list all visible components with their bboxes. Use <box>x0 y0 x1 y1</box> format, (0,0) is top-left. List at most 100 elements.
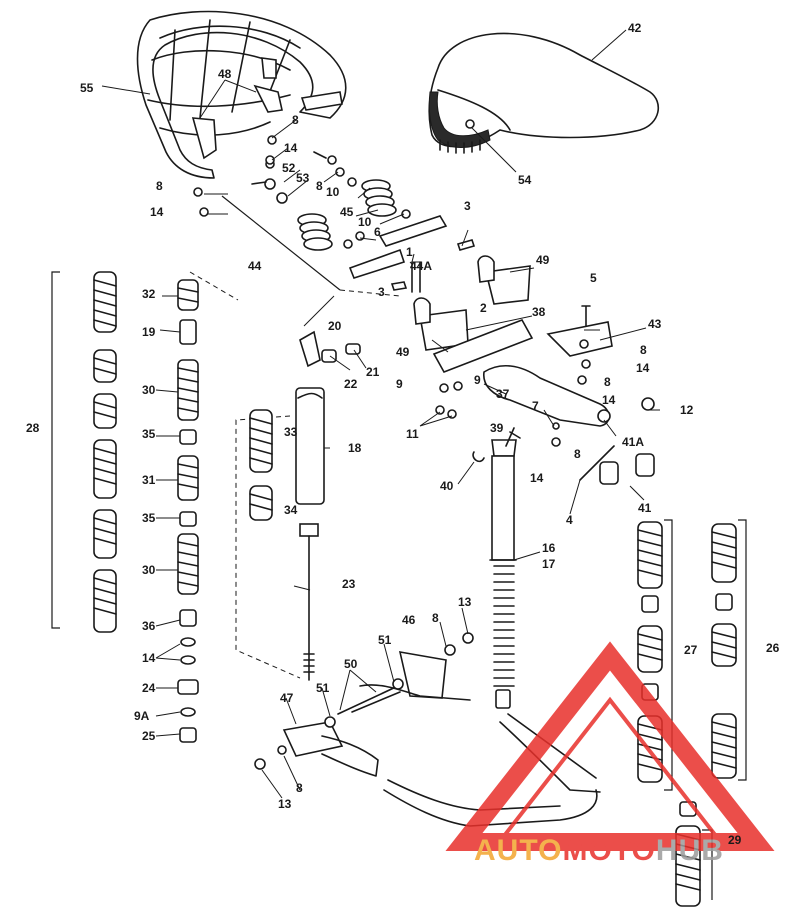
part-label: 30 <box>142 563 156 577</box>
coil-spring <box>93 569 117 633</box>
leader-lines <box>101 29 660 799</box>
seat-cushion <box>428 32 660 154</box>
part-label: 9 <box>474 373 481 387</box>
part-label: 54 <box>518 173 532 187</box>
part-label: 51 <box>316 681 330 695</box>
part-label: 1 <box>406 245 413 259</box>
part-label: 5 <box>590 271 597 285</box>
seat-spring-assembly <box>221 151 476 297</box>
part-label: 27 <box>684 643 698 657</box>
part-label: 10 <box>358 215 372 229</box>
part-label: 14 <box>602 393 616 407</box>
watermark-triangle <box>445 641 775 851</box>
part-label: 22 <box>344 377 358 391</box>
part-label: 12 <box>680 403 694 417</box>
coil-spring <box>93 509 117 559</box>
part-label: 50 <box>344 657 358 671</box>
part-label: 41 <box>638 501 652 515</box>
part-label: 19 <box>142 325 156 339</box>
part-labels: 55 48 42 54 8 14 52 53 8 10 8 14 45 10 6… <box>26 21 780 847</box>
part-label: 37 <box>496 387 510 401</box>
part-label: 35 <box>142 511 156 525</box>
part-label: 42 <box>628 21 642 35</box>
part-label: 41A <box>622 435 644 449</box>
watermark-auto: AUTO <box>474 834 562 867</box>
small-hardware <box>193 135 615 481</box>
part-label: 55 <box>80 81 94 95</box>
part-label: 8 <box>640 343 647 357</box>
watermark-hub: HUB <box>656 834 724 867</box>
part-label: 8 <box>156 179 163 193</box>
part-label: 6 <box>374 225 381 239</box>
part-label: 7 <box>532 399 539 413</box>
part-label: 16 <box>542 541 556 555</box>
coil-spring <box>93 439 117 499</box>
part-label: 38 <box>532 305 546 319</box>
part-label: 28 <box>26 421 40 435</box>
part-label: 30 <box>142 383 156 397</box>
part-label: 45 <box>340 205 354 219</box>
part-label: 2 <box>480 301 487 315</box>
part-label: 47 <box>280 691 294 705</box>
part-label: 52 <box>282 161 296 175</box>
part-label: 32 <box>142 287 156 301</box>
part-label: 13 <box>458 595 472 609</box>
part-label: 9 <box>396 377 403 391</box>
part-label: 14 <box>636 361 650 375</box>
part-label: 39 <box>490 421 504 435</box>
seat-coil-spring-upper <box>361 179 397 217</box>
part-label: 48 <box>218 67 232 81</box>
pivot-arm <box>483 365 655 485</box>
mounting-brackets <box>413 255 613 373</box>
part-label: 8 <box>604 375 611 389</box>
part-label: 31 <box>142 473 156 487</box>
part-label: 25 <box>142 729 156 743</box>
part-label: 26 <box>766 641 780 655</box>
part-label: 33 <box>284 425 298 439</box>
part-label: 49 <box>536 253 550 267</box>
part-label: 51 <box>378 633 392 647</box>
seat-frame <box>136 10 347 179</box>
part-label: 8 <box>432 611 439 625</box>
spring-stack-centre <box>177 271 273 743</box>
part-label: 13 <box>278 797 292 811</box>
coil-spring <box>93 271 117 333</box>
part-label: 44 <box>248 259 262 273</box>
part-label: 4 <box>566 513 573 527</box>
spring-stack-28 <box>51 271 117 633</box>
watermark-moto: MOTO <box>562 834 655 867</box>
part-label: 53 <box>296 171 310 185</box>
part-label: 14 <box>150 205 164 219</box>
part-label: 14 <box>142 651 156 665</box>
part-label: 18 <box>348 441 362 455</box>
part-label: 23 <box>342 577 356 591</box>
part-label: 8 <box>292 113 299 127</box>
spring-stack-26 <box>711 519 747 781</box>
seat-post-tube <box>295 330 325 505</box>
part-label: 43 <box>648 317 662 331</box>
part-label: 29 <box>728 833 742 847</box>
part-label: 3 <box>378 285 385 299</box>
part-label: 9A <box>134 709 150 723</box>
watermark-logo: AUTOMOTOHUB <box>445 641 775 867</box>
shock-absorber <box>489 439 517 709</box>
part-label: 11 <box>406 427 419 441</box>
svg-text:AUTOMOTOHUB: AUTOMOTOHUB <box>474 834 724 867</box>
coil-spring <box>93 349 117 383</box>
seat-coil-spring-lower <box>297 213 333 251</box>
part-label: 8 <box>296 781 303 795</box>
spring-stack-27 <box>637 519 673 791</box>
part-label: 24 <box>142 681 156 695</box>
part-label: 20 <box>328 319 342 333</box>
part-label: 46 <box>402 613 416 627</box>
coil-spring <box>93 393 117 429</box>
part-label: 14 <box>284 141 298 155</box>
part-label: 17 <box>542 557 556 571</box>
part-label: 35 <box>142 427 156 441</box>
part-label: 8 <box>574 447 581 461</box>
part-label: 8 <box>316 179 323 193</box>
part-label: 34 <box>284 503 298 517</box>
part-label: 49 <box>396 345 410 359</box>
part-label: 3 <box>464 199 471 213</box>
